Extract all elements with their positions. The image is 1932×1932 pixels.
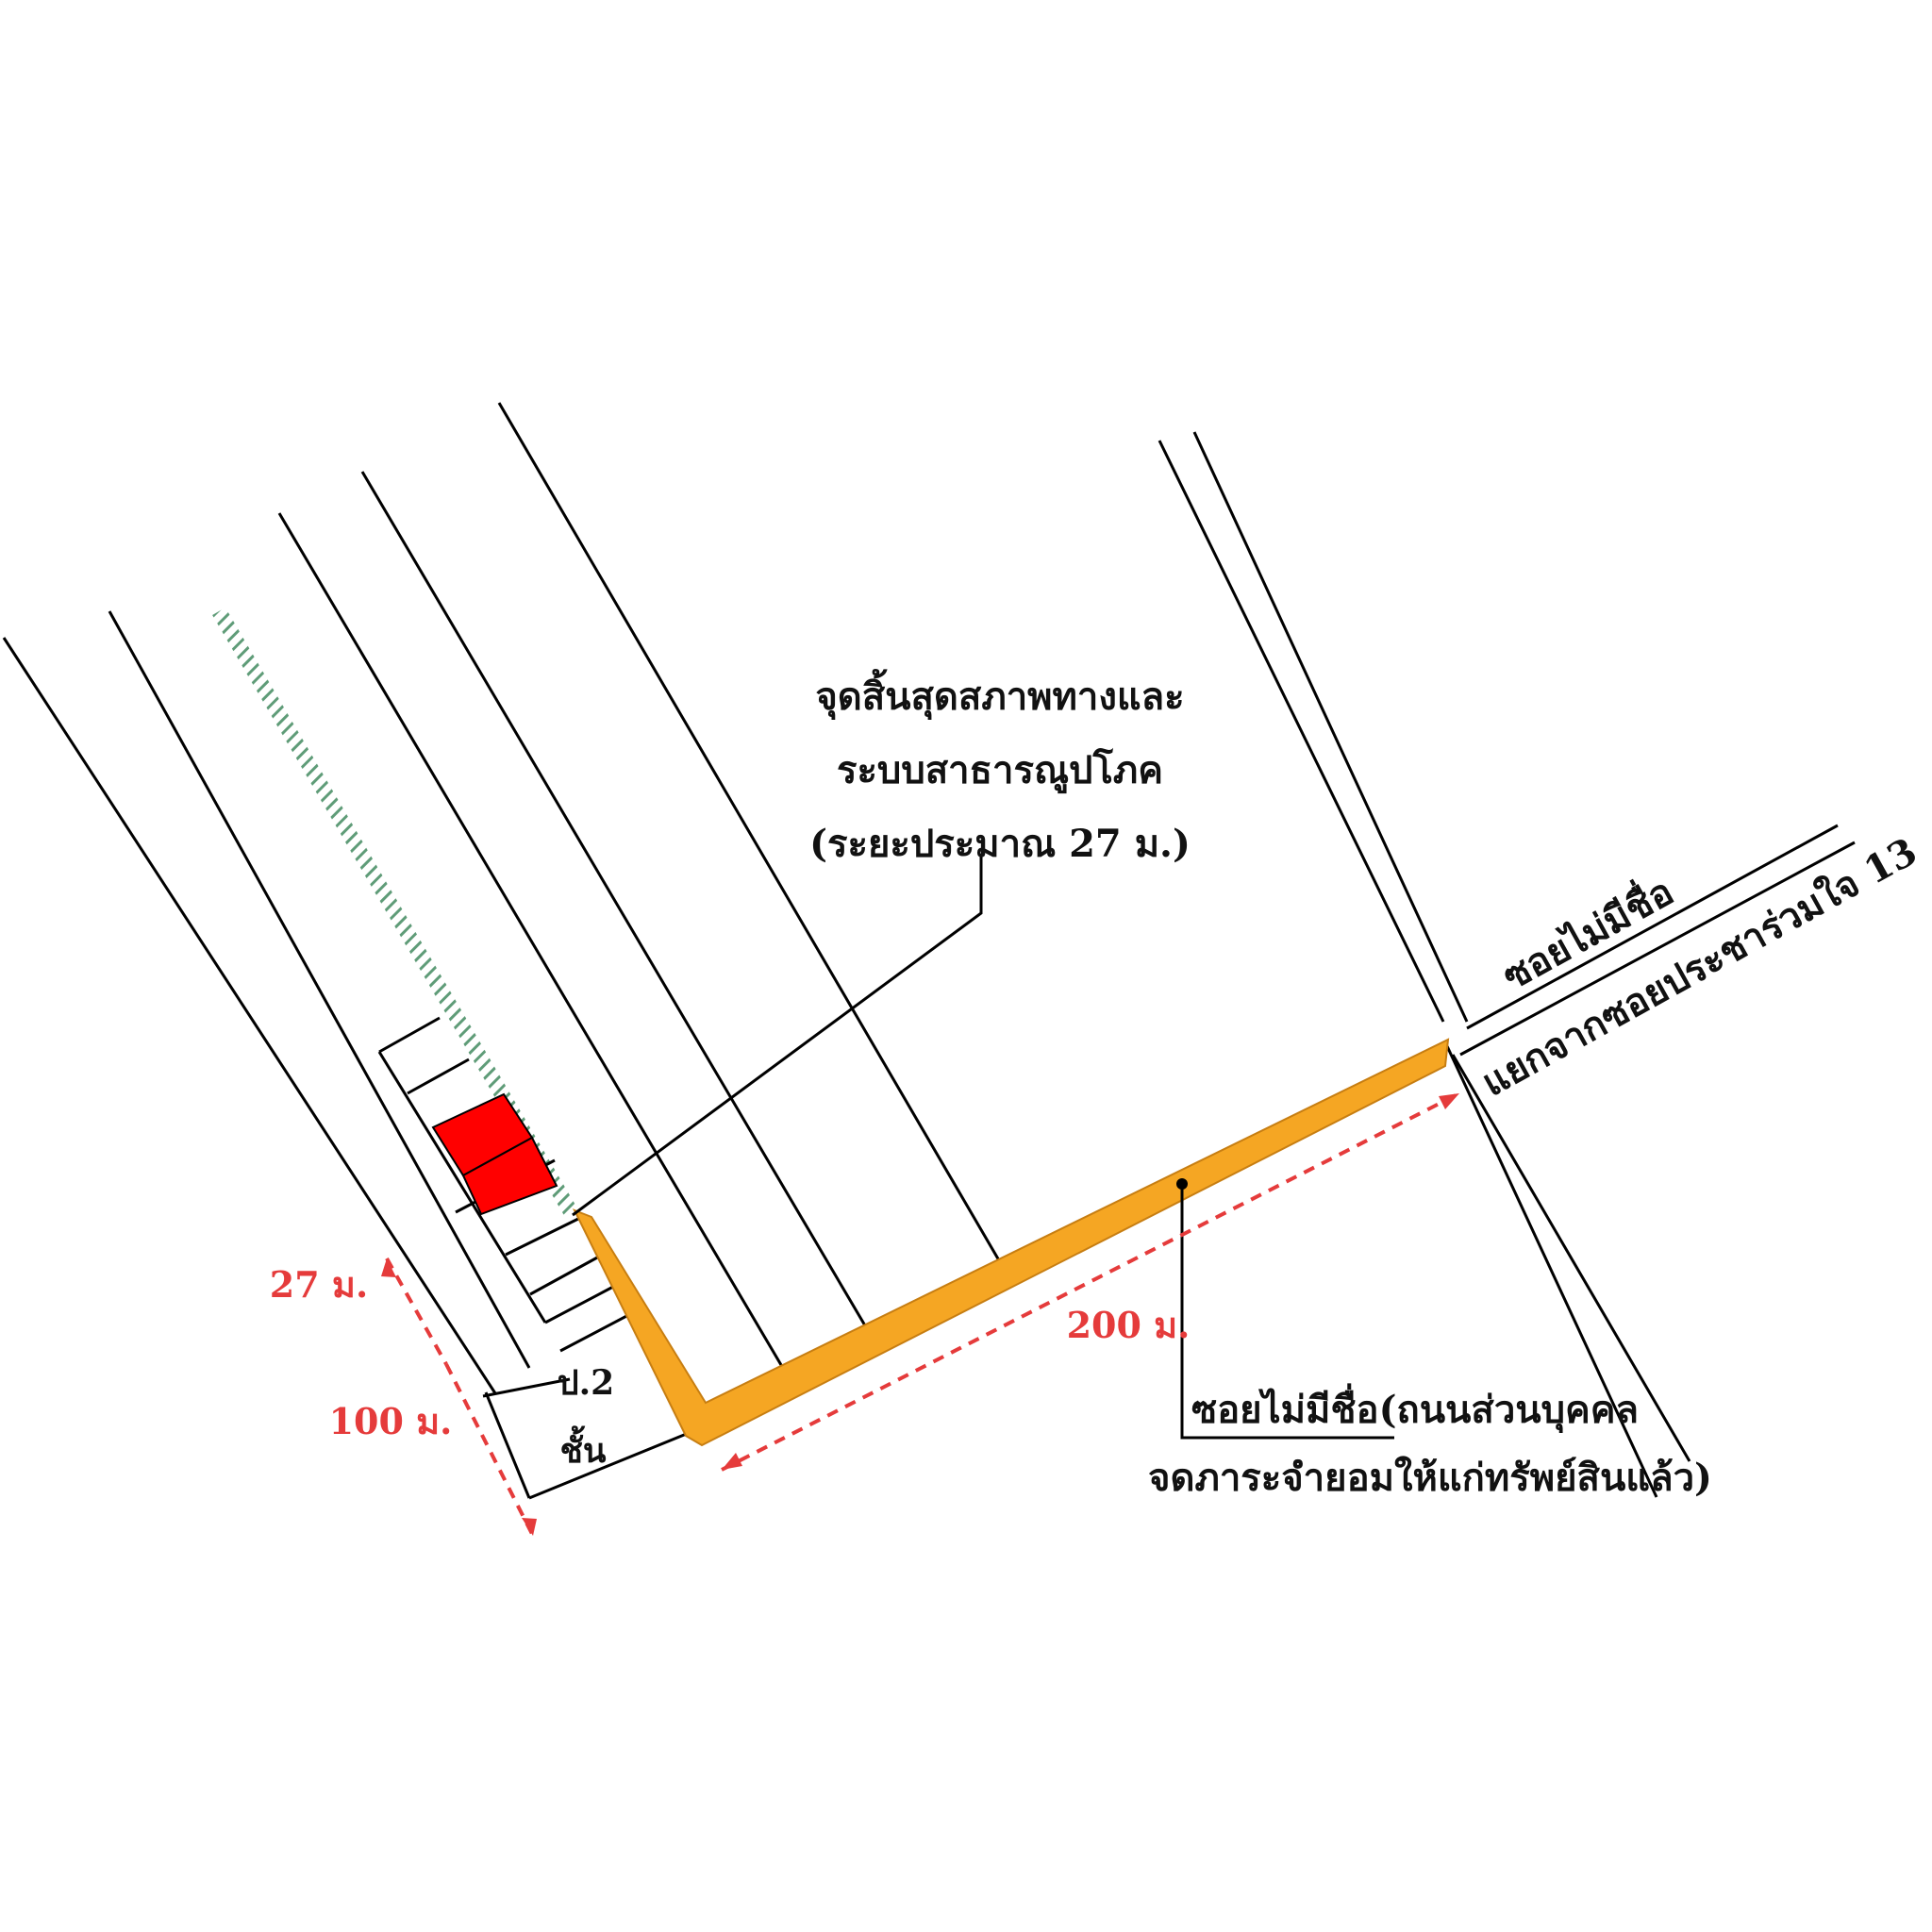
lot-divider: [482, 1377, 571, 1398]
lot-edge: [377, 1051, 547, 1324]
dimension-100: [444, 1363, 535, 1537]
dimension-100-label: 100 ม.: [329, 1400, 453, 1442]
parcel-boundaries: [2, 402, 1005, 1394]
private-road-label-line2: จดภาระจำยอมให้แก่ทรัพย์สินแล้ว): [1148, 1456, 1712, 1500]
lot-edge: [484, 1391, 531, 1499]
private-road-label-line1: ซอยไม่มีชื่อ(ถนนส่วนบุคคล: [1191, 1383, 1639, 1434]
arrow-head: [381, 1258, 396, 1277]
lot-divider: [559, 1311, 633, 1353]
leader-dot: [1176, 1178, 1188, 1190]
side-road-edge-right: [1192, 431, 1469, 1023]
dimension-27-label: 27 ม.: [270, 1263, 368, 1306]
lot-divider: [529, 1255, 600, 1296]
endpoint-leader: [572, 854, 983, 1217]
parcel-line-1: [2, 637, 497, 1394]
dimension-arrows: [381, 1093, 1459, 1536]
dimension-200-label: 200 ม.: [1067, 1304, 1191, 1346]
lot-divider: [407, 1058, 470, 1095]
endpoint-label-line1: จุดสิ้นสุดสภาพทางและ: [815, 669, 1184, 721]
dimension-lines: [385, 1091, 1460, 1537]
side-road-edge-right-lower: [1451, 1054, 1691, 1462]
lot-divider: [544, 1285, 614, 1324]
side-road: [1158, 431, 1856, 1498]
arrow-head: [1439, 1093, 1459, 1109]
endpoint-label-line2: ระบบสาธารณูปโภค: [837, 748, 1163, 793]
building-floors-line2: ชั้น: [559, 1425, 606, 1471]
parcel-line-3: [277, 512, 786, 1371]
access-road: [572, 1038, 1450, 1447]
side-road-edge-left: [1158, 440, 1445, 1023]
subject-plot: [431, 1092, 558, 1216]
lot-divider: [505, 1215, 583, 1257]
parcel-line-2: [108, 610, 531, 1369]
side-road-edge-left-lower: [1445, 1045, 1658, 1498]
lot-divider: [528, 1431, 690, 1500]
branch-road-edge-top: [1466, 824, 1839, 1030]
arrow-head: [722, 1453, 742, 1470]
endpoint-label-line3: (ระยะประมาณ 27 ม.): [809, 822, 1191, 866]
leader-lines: [572, 854, 1394, 1440]
parcel-line-4: [360, 471, 871, 1333]
subject-plot-lower: [461, 1136, 558, 1216]
arrow-head: [522, 1518, 537, 1536]
private-road-leader: [1180, 1184, 1394, 1440]
dimension-27: [385, 1257, 448, 1365]
parcel-line-5: [497, 402, 1005, 1268]
lot-divider: [378, 1016, 441, 1054]
building-floors-line1: ป.2: [558, 1363, 614, 1403]
branch-road-edge-bottom: [1459, 841, 1856, 1057]
